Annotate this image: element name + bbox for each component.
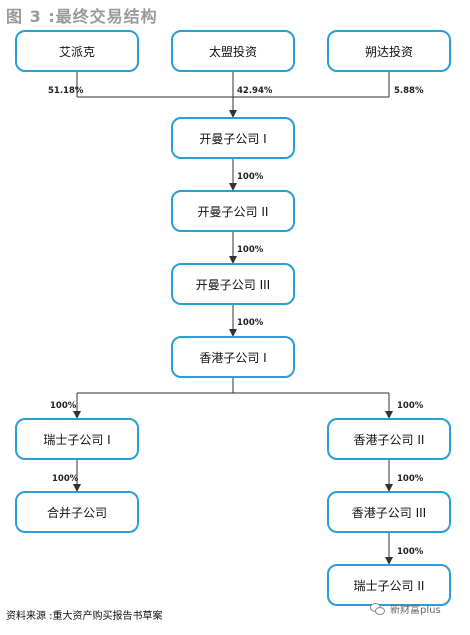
node-hk2: 香港子公司 II [327,418,451,460]
figure-title: 图 3 :最终交易结构 [6,7,158,26]
watermark: 新财富plus [370,601,441,616]
node-aipaike: 艾派克 [15,30,139,72]
node-jv: 合并子公司 [15,491,139,533]
edge-label-taimeng: 42.94% [237,86,273,96]
node-swiss1: 瑞士子公司 I [15,418,139,460]
source-note: 资料来源 :重大资产购买报告书草案 [6,611,163,622]
edge-label-shuoda: 5.88% [394,86,424,96]
edge-label-swiss1-jv: 100% [52,474,79,484]
node-taimeng: 太盟投资 [171,30,295,72]
edge-label-hk2-hk3: 100% [397,474,424,484]
node-hk1: 香港子公司 I [171,336,295,378]
edge-label-hk1-swiss1: 100% [50,401,77,411]
edge-label-k3-hk1: 100% [237,318,264,328]
wechat-icon [370,602,386,615]
node-hk3: 香港子公司 III [327,491,451,533]
edge-label-aipaike: 51.18% [48,86,84,96]
edge-label-hk1-hk2: 100% [397,401,424,411]
node-kaiman3: 开曼子公司 III [171,263,295,305]
node-kaiman1: 开曼子公司 I [171,117,295,159]
node-kaiman2: 开曼子公司 II [171,190,295,232]
edge-label-k2-k3: 100% [237,245,264,255]
edge-label-hk3-swiss2: 100% [397,547,424,557]
node-swiss2: 瑞士子公司 II [327,564,451,606]
node-shuoda: 朔达投资 [327,30,451,72]
edge-label-k1-k2: 100% [237,172,264,182]
watermark-text: 新财富plus [390,605,441,616]
